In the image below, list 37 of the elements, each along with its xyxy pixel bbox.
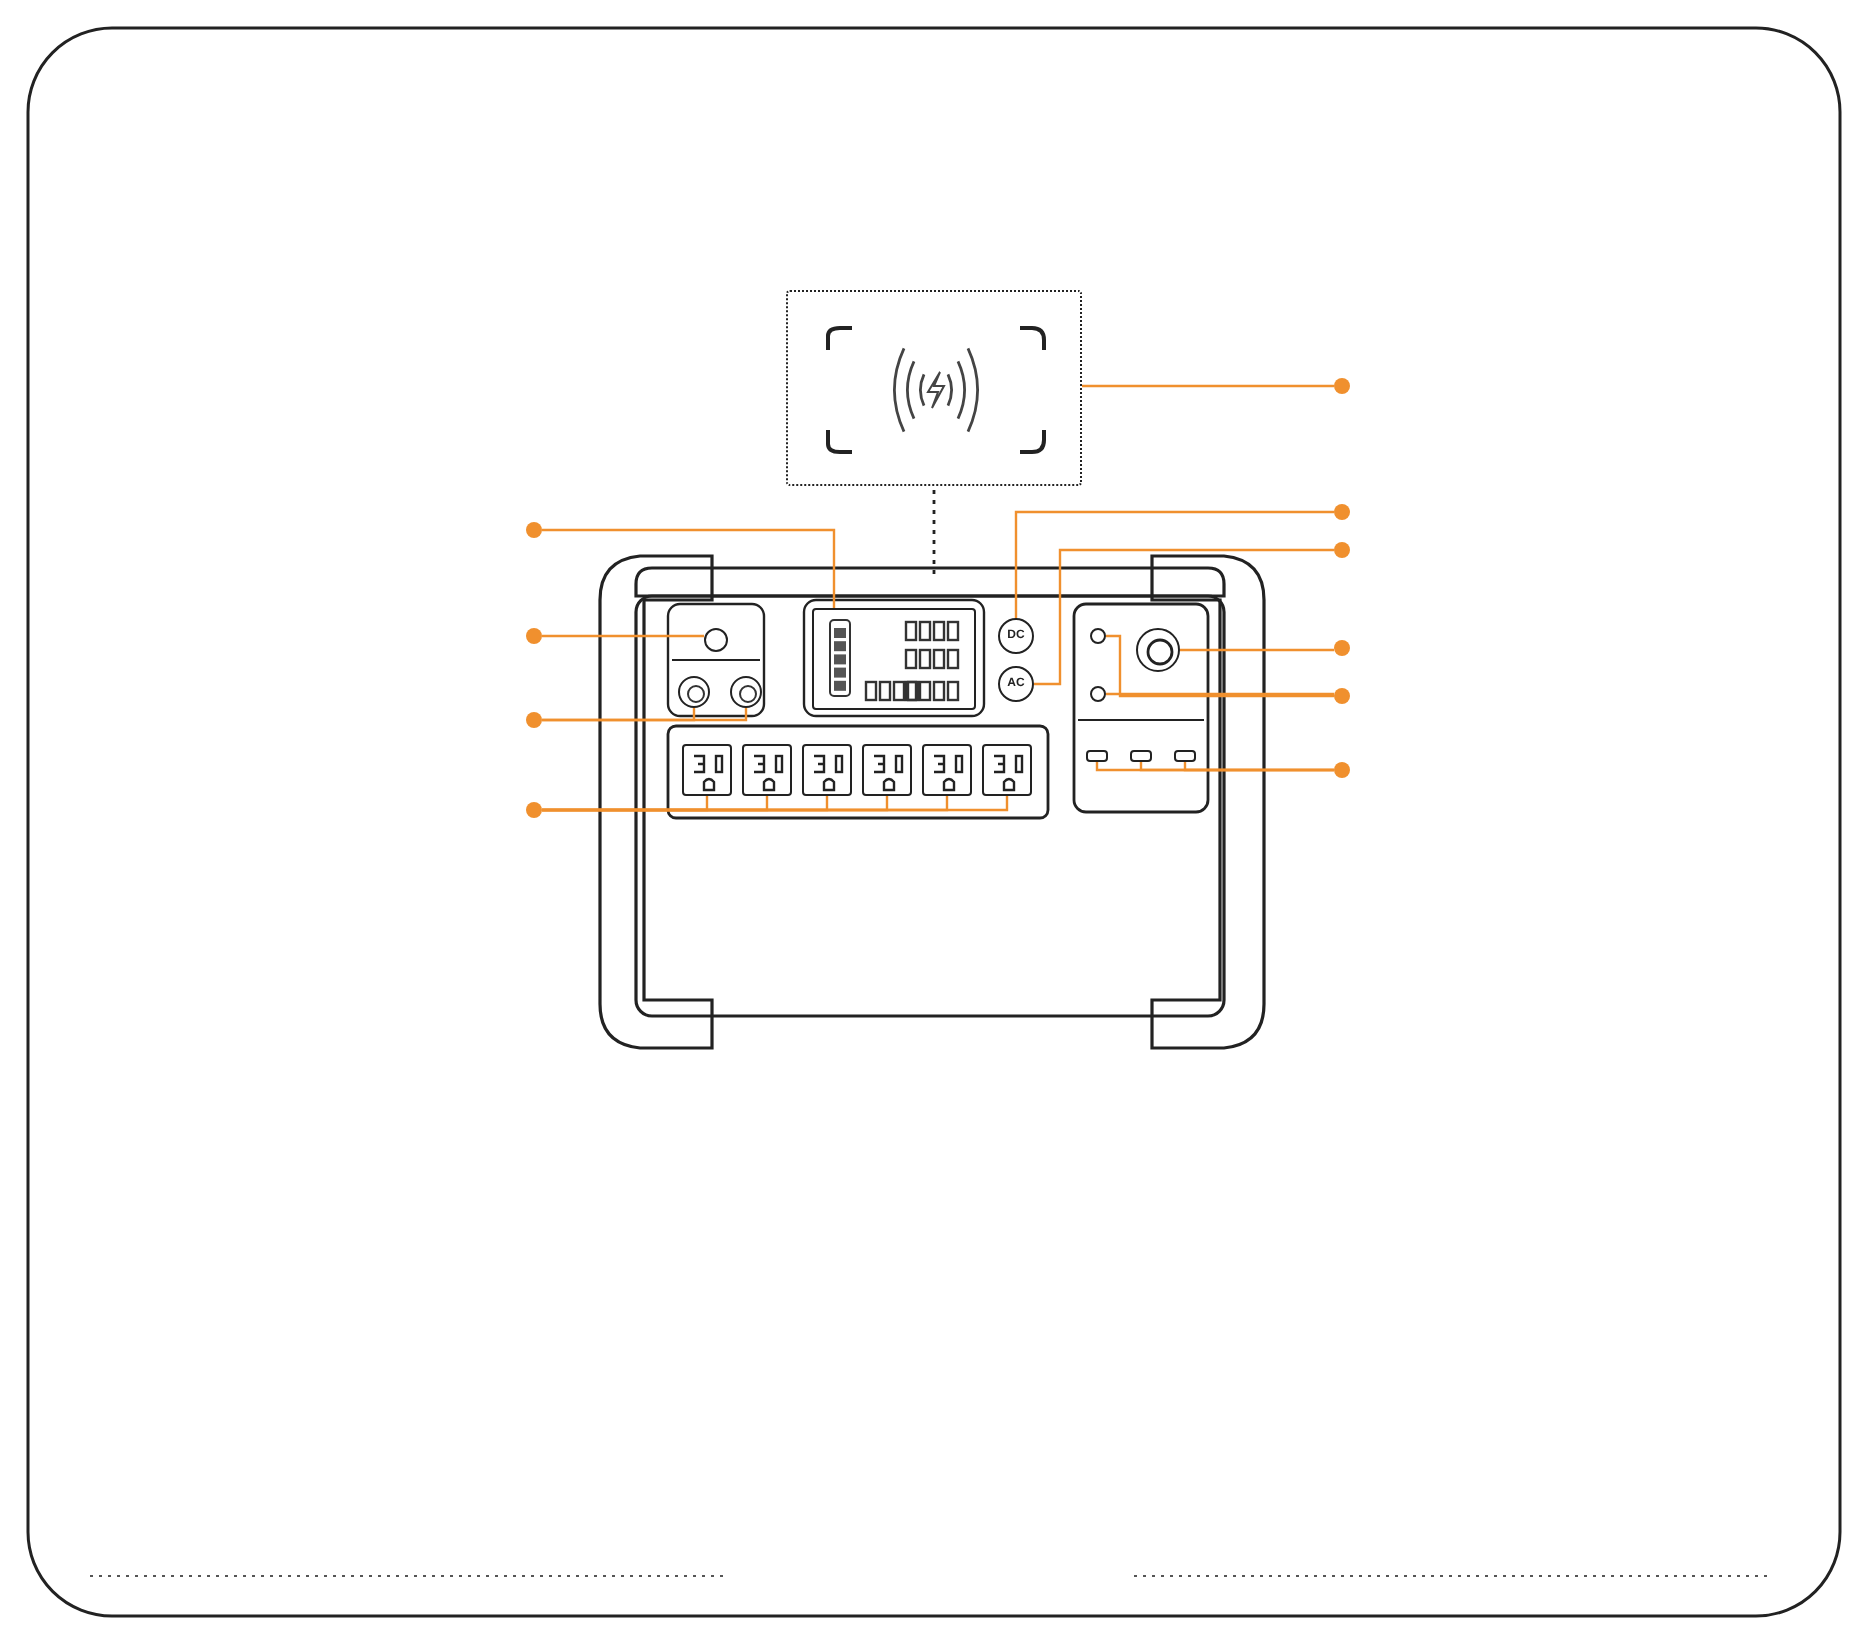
leader-line	[1082, 384, 1334, 388]
small-port	[1090, 686, 1106, 702]
ac-outlet	[982, 744, 1032, 796]
small-port	[1090, 628, 1106, 644]
ac-outlet	[682, 744, 732, 796]
callout-dot	[1334, 542, 1350, 558]
wireless-charging-pad	[786, 290, 1082, 486]
round-socket	[730, 676, 762, 708]
leader-line	[1180, 648, 1334, 652]
callout-dot	[526, 712, 542, 728]
callout-dot	[1334, 378, 1350, 394]
callout-dot	[1334, 688, 1350, 704]
usb-port	[1130, 750, 1152, 762]
leader-line	[1014, 510, 1334, 618]
lcd-display	[812, 608, 976, 710]
callout-dot	[526, 628, 542, 644]
usb-port	[1086, 750, 1108, 762]
round-port	[1136, 628, 1180, 672]
callout-dot	[526, 802, 542, 818]
leader-line	[1183, 762, 1334, 772]
callout-dot	[1334, 640, 1350, 656]
ac-outlet	[922, 744, 972, 796]
ac-outlet	[862, 744, 912, 796]
leader-line	[1106, 634, 1334, 698]
leader-line	[1034, 548, 1334, 686]
leader-line	[1106, 692, 1334, 696]
leader-line	[542, 528, 836, 608]
callout-dot	[1334, 504, 1350, 520]
callout-dot	[526, 522, 542, 538]
ac-outlet	[802, 744, 852, 796]
usb-port	[1174, 750, 1196, 762]
callout-dot	[1334, 762, 1350, 778]
round-socket	[678, 676, 710, 708]
dc-input-port	[704, 628, 728, 652]
ac-outlet	[742, 744, 792, 796]
leader-line	[542, 634, 704, 638]
leader-line	[542, 708, 748, 722]
